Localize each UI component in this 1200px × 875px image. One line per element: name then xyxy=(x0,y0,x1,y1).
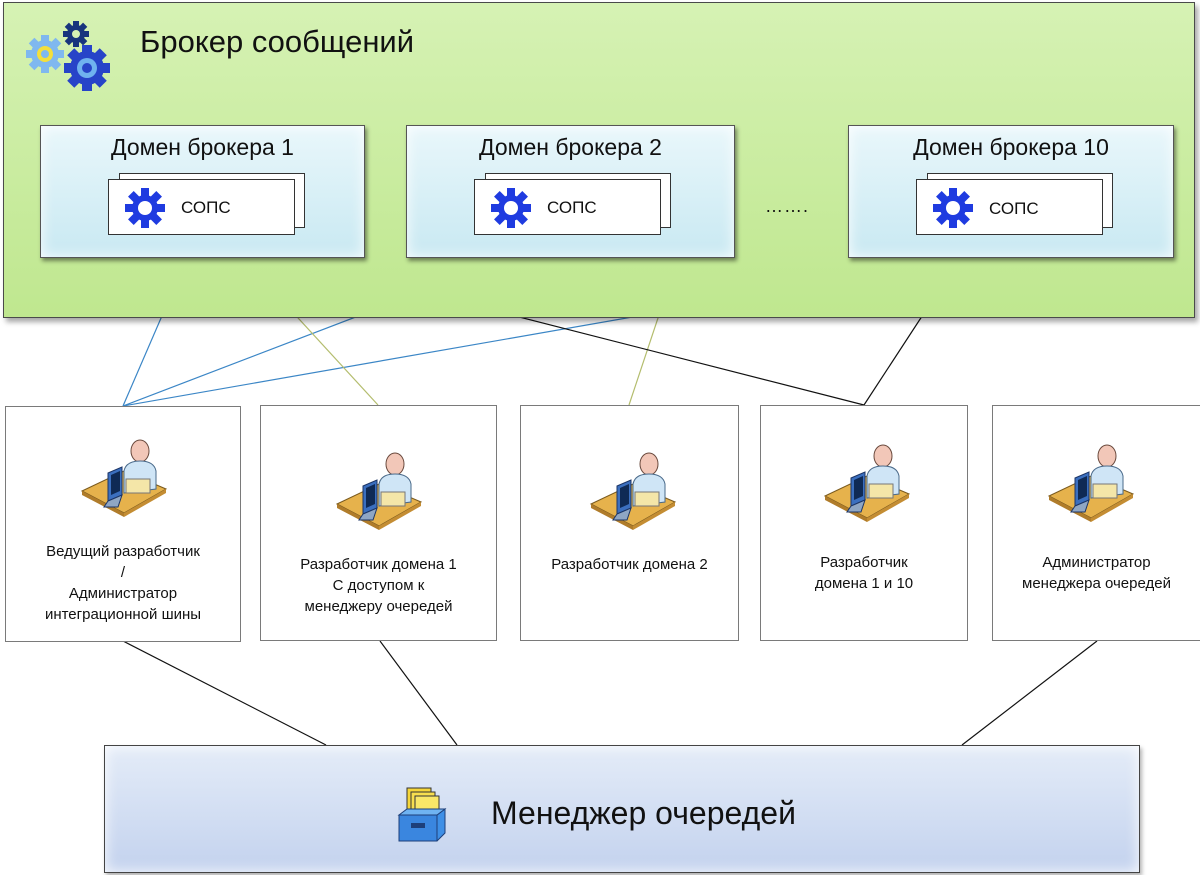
queue-manager-title: Менеджер очередей xyxy=(491,795,796,831)
queue-manager-panel xyxy=(104,745,1140,873)
role-label: Администратор менеджера очередей xyxy=(993,552,1200,594)
role-label: Разработчик домена 1 С доступом к менедж… xyxy=(261,554,496,617)
link-admin-queue xyxy=(961,640,1098,746)
gear-icon xyxy=(125,188,165,228)
role-label-line: Разработчик домена 1 xyxy=(300,556,457,573)
user-workstation-icon xyxy=(333,448,425,539)
user-workstation-icon xyxy=(587,448,679,539)
gear-icon xyxy=(491,188,531,228)
role-domain2-developer: Разработчик домена 2 xyxy=(520,405,739,641)
role-label-line: Администратор xyxy=(68,585,178,602)
role-domain1-developer: Разработчик домена 1 С доступом к менедж… xyxy=(260,405,497,641)
role-label: Разработчик домена 1 и 10 xyxy=(761,552,967,594)
role-label-line: Ведущий разработчик xyxy=(46,543,200,560)
role-label-line: Разработчик xyxy=(820,554,908,571)
role-label-line: интеграционной шины xyxy=(44,606,202,623)
service-label: СОПС xyxy=(547,198,597,217)
role-label-line: С доступом к xyxy=(332,577,425,594)
domain-title: Домен брокера 2 xyxy=(479,134,662,160)
gears-icon xyxy=(26,21,110,91)
role-lead-developer: Ведущий разработчик / Администратор инте… xyxy=(5,406,241,642)
role-label-line: домена 1 и 10 xyxy=(814,575,914,592)
gear-icon xyxy=(933,188,973,228)
service-label: СОПС xyxy=(181,198,231,217)
user-workstation-icon xyxy=(821,440,913,531)
role-label: Разработчик домена 2 xyxy=(521,554,738,575)
domain-title: Домен брокера 10 xyxy=(913,134,1109,160)
role-queue-admin: Администратор менеджера очередей xyxy=(992,405,1200,641)
domains-ellipsis: ……. xyxy=(765,196,810,216)
broker-title: Брокер сообщений xyxy=(140,24,415,59)
role-label-line: / xyxy=(120,564,126,581)
role-label: Ведущий разработчик / Администратор инте… xyxy=(6,541,240,625)
domain-title: Домен брокера 1 xyxy=(111,134,294,160)
role-domain1-10-developer: Разработчик домена 1 и 10 xyxy=(760,405,968,641)
user-workstation-icon xyxy=(1045,440,1137,531)
user-workstation-icon xyxy=(78,435,170,526)
link-dev1-queue xyxy=(379,640,458,746)
file-cabinet-icon xyxy=(397,787,447,842)
role-label-line: Разработчик домена 2 xyxy=(551,556,708,573)
role-label-line: Администратор xyxy=(1042,554,1151,571)
role-label-line: менеджеру очередей xyxy=(304,598,453,615)
service-label: СОПС xyxy=(989,199,1039,218)
link-lead-queue xyxy=(122,640,327,746)
role-label-line: менеджера очередей xyxy=(1022,575,1171,592)
